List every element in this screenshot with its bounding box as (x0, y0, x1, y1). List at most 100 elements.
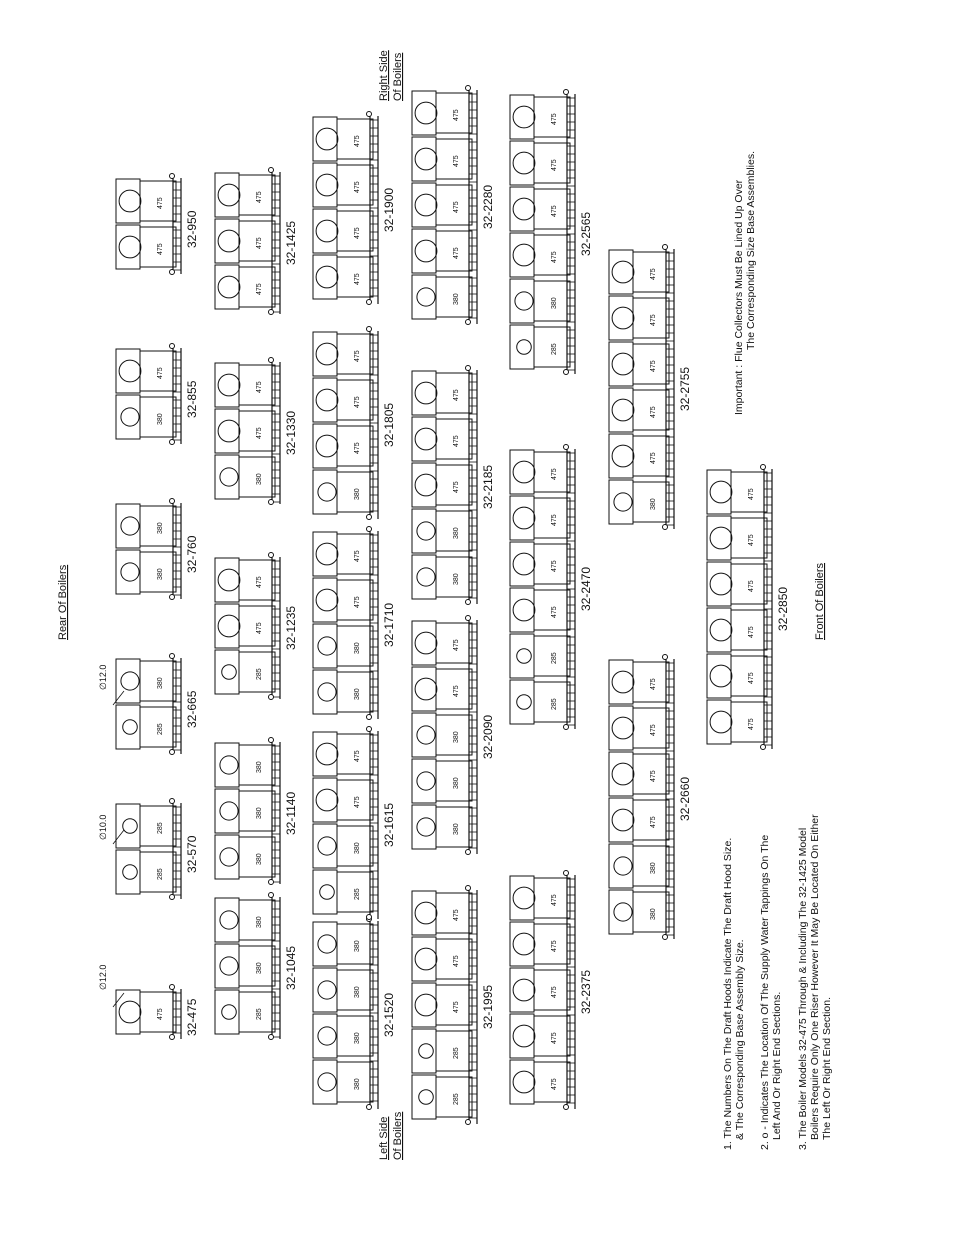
hood-outer-box (214, 943, 240, 989)
flue-outlet-circle (512, 197, 536, 221)
hood-outer-box (411, 416, 437, 462)
hood-outer-box (509, 587, 535, 633)
hood-size-label: 475 (453, 155, 460, 167)
hood-size-label: 380 (256, 807, 263, 819)
hood-outer-box (115, 849, 141, 895)
flue-outlet-circle (512, 598, 536, 622)
flue-outlet-circle (317, 1072, 337, 1092)
hood-outer-box (411, 620, 437, 666)
dimension-label: ∅10.0 (98, 815, 108, 840)
hood-size-label: 380 (354, 488, 361, 500)
hood-outer-box (312, 577, 338, 623)
hood-size-label: 380 (354, 1078, 361, 1090)
flue-outlet-circle (512, 105, 536, 129)
supply-tapping-marker (563, 369, 569, 375)
hood-size-label: 475 (551, 894, 558, 906)
supply-tapping-marker (169, 343, 175, 349)
supply-tapping-marker (662, 524, 668, 530)
hood-outer-box (706, 653, 732, 699)
flue-outlet-circle (416, 771, 436, 791)
supply-tapping-marker (169, 173, 175, 179)
hood-size-label: 380 (650, 498, 657, 510)
hood-size-label: 380 (453, 731, 460, 743)
hood-size-label: 475 (256, 622, 263, 634)
flue-outlet-circle (315, 788, 339, 812)
flue-outlet-circle (317, 934, 337, 954)
hood-size-label: 475 (551, 468, 558, 480)
flue-outlet-circle (414, 993, 438, 1017)
hood-outer-box (411, 462, 437, 508)
important-note-line-1: Important : Flue Collectors Must Be Line… (733, 179, 745, 415)
supply-tapping-marker (662, 244, 668, 250)
flue-outlet-circle (414, 473, 438, 497)
model-number-label: 32-1900 (382, 188, 396, 232)
hood-outer-box (608, 751, 634, 797)
flue-outlet-circle (219, 467, 239, 487)
supply-tapping-marker (465, 85, 471, 91)
hood-size-label: 475 (453, 909, 460, 921)
dimension-callout-phi12-b: ∅12.0 (98, 665, 125, 706)
model-number-label: 32-1615 (382, 803, 396, 847)
flue-outlet-circle (317, 980, 337, 1000)
hood-outer-box (509, 541, 535, 587)
model-number-label: 32-2755 (678, 367, 692, 411)
hood-outer-box (411, 804, 437, 850)
hood-size-label: 380 (354, 940, 361, 952)
hood-size-label: 475 (354, 227, 361, 239)
supply-tapping-marker (563, 724, 569, 730)
supply-tapping-marker (366, 914, 372, 920)
model-number-label: 32-2185 (481, 465, 495, 509)
flue-outlet-circle (611, 670, 635, 694)
hood-size-label: 475 (453, 389, 460, 401)
hood-outer-box (509, 1059, 535, 1105)
left-side-label-2: Of Boilers (392, 1111, 404, 1160)
flue-outlet-circle (122, 719, 138, 735)
flue-outlet-circle (709, 572, 733, 596)
flue-outlet-circle (611, 808, 635, 832)
hood-size-label: 380 (256, 761, 263, 773)
hood-size-label: 380 (256, 916, 263, 928)
flue-outlet-circle (120, 671, 140, 691)
dimension-label: ∅12.0 (98, 965, 108, 990)
hood-size-label: 475 (157, 1008, 164, 1020)
flue-outlet-circle (709, 618, 733, 642)
model-number-label: 32-1710 (382, 603, 396, 647)
supply-tapping-marker (366, 526, 372, 532)
hood-size-label: 285 (157, 723, 164, 735)
front-of-boilers-label: Front Of Boilers (814, 562, 826, 640)
supply-tapping-marker (465, 885, 471, 891)
hood-outer-box (509, 449, 535, 495)
model-number-label: 32-475 (185, 998, 199, 1036)
supply-tapping-marker (465, 599, 471, 605)
supply-tapping-marker (169, 439, 175, 445)
note-3-line-1: 3. The Boiler Models 32-475 Through & In… (797, 828, 809, 1150)
model-number-label: 32-665 (185, 690, 199, 728)
left-side-label: Left Side (378, 1117, 390, 1160)
model-number-label: 32-2280 (481, 185, 495, 229)
supply-tapping-marker (366, 514, 372, 520)
hood-size-label: 285 (256, 668, 263, 680)
hood-size-label: 475 (650, 268, 657, 280)
hood-outer-box (411, 182, 437, 228)
hood-size-label: 380 (650, 862, 657, 874)
hood-size-label: 475 (354, 550, 361, 562)
dimension-callout-phi10: ∅10.0 (98, 815, 125, 845)
hood-size-label: 475 (650, 452, 657, 464)
supply-tapping-marker (169, 594, 175, 600)
hood-size-label: 475 (551, 159, 558, 171)
model-number-label: 32-1330 (284, 411, 298, 455)
supply-tapping-marker (268, 892, 274, 898)
hood-outer-box (312, 254, 338, 300)
hood-size-label: 475 (650, 406, 657, 418)
flue-outlet-circle (516, 694, 532, 710)
hood-outer-box (411, 758, 437, 804)
flue-outlet-circle (122, 864, 138, 880)
supply-tapping-marker (366, 726, 372, 732)
note-1-line-1: 1. The Numbers On The Draft Hoods Indica… (722, 838, 734, 1150)
flue-outlet-circle (613, 856, 633, 876)
hood-size-label: 475 (551, 560, 558, 572)
hood-outer-box (411, 228, 437, 274)
